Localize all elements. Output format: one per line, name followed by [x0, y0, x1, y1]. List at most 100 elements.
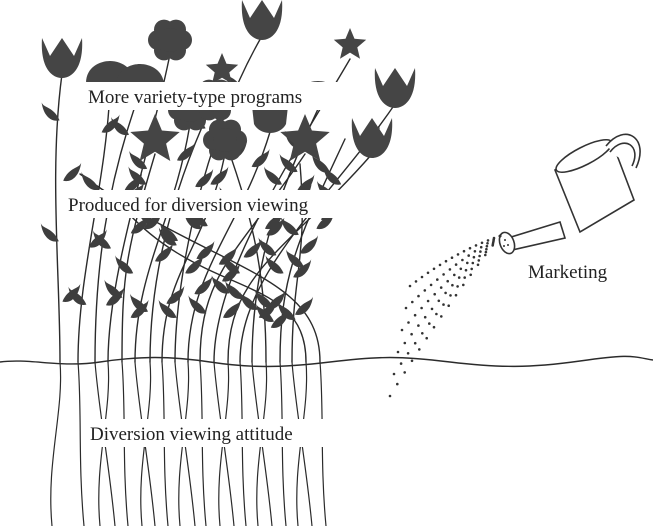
leaf-10-4 [264, 166, 282, 184]
water-drop [424, 316, 427, 319]
water-drop [427, 272, 430, 275]
water-drop [455, 294, 458, 297]
root-0 [51, 362, 61, 526]
water-drop [421, 276, 424, 279]
water-drop [470, 268, 473, 271]
water-drop [469, 247, 472, 250]
flowers-group [42, 0, 415, 161]
water-drop [486, 245, 489, 248]
water-drop [431, 308, 434, 311]
water-drop [420, 307, 423, 310]
water-drop [446, 280, 449, 283]
water-drop [455, 263, 458, 266]
water-drop [440, 286, 443, 289]
flower-12-tulip [352, 118, 392, 158]
water-drop [396, 383, 399, 386]
water-drop [478, 259, 481, 262]
water-drop [433, 326, 436, 329]
water-drop [457, 253, 460, 256]
water-drop [404, 342, 407, 345]
water-drop [479, 250, 482, 253]
water-drop [487, 239, 490, 242]
water-drop [447, 304, 450, 307]
stem-7 [162, 154, 225, 362]
water-drop [453, 274, 456, 277]
water-drop [474, 250, 477, 253]
water-drop [401, 329, 404, 332]
leaf-5-1 [130, 294, 148, 312]
water-drop [400, 362, 403, 365]
leaf-5-2 [155, 243, 173, 261]
water-drop [433, 268, 436, 271]
water-drop [472, 262, 475, 265]
water-drop [467, 254, 470, 257]
flower-7-center [213, 128, 237, 152]
leaf-18-3 [196, 241, 214, 259]
water-drop [451, 284, 454, 287]
flower-9-tulip-cup [252, 106, 288, 133]
label-marketing: Marketing [528, 262, 608, 283]
water-drop [411, 301, 414, 304]
water-drop [439, 264, 442, 267]
water-drop [458, 276, 461, 279]
leaf-0-4 [42, 102, 60, 120]
leaf-16-1 [295, 297, 313, 315]
water-drop [478, 255, 481, 258]
water-drop [410, 333, 413, 336]
water-drop [417, 324, 420, 327]
water-drop [484, 254, 487, 257]
water-spray [389, 235, 502, 398]
water-drop [449, 294, 452, 297]
flower-11-star [334, 28, 366, 59]
water-drop [491, 244, 494, 247]
water-drop [481, 242, 484, 245]
water-drop [425, 337, 428, 340]
water-drop [440, 315, 443, 318]
leaf-8-1 [194, 276, 212, 294]
watering-can-icon [497, 134, 640, 256]
water-drop [456, 285, 459, 288]
water-drop [480, 246, 483, 249]
ground-line [0, 356, 653, 366]
water-drop [433, 293, 436, 296]
water-drop [449, 268, 452, 271]
water-drop [473, 256, 476, 259]
water-drop [421, 332, 424, 335]
water-drop [414, 342, 417, 345]
water-drop [486, 242, 489, 245]
water-drop [407, 321, 410, 324]
water-drop [442, 303, 445, 306]
water-drop [414, 314, 417, 317]
water-drop [393, 373, 396, 376]
leaf-1-3 [81, 172, 99, 190]
water-drop [461, 259, 464, 262]
water-drop [405, 307, 408, 310]
water-drop [427, 300, 430, 303]
water-drop [424, 289, 427, 292]
water-drop [428, 322, 431, 325]
water-drop [397, 351, 400, 354]
leaf-10-1 [223, 300, 241, 318]
leaf-3-1 [104, 280, 122, 298]
water-drop [418, 348, 421, 351]
flower-8-tulip [242, 0, 282, 40]
flower-13-tulip [375, 68, 415, 108]
water-drop [435, 313, 438, 316]
water-drop [485, 251, 488, 254]
water-drop [442, 273, 445, 276]
water-drop [389, 395, 392, 398]
water-drop [466, 262, 469, 265]
label-produced-for-diversion-viewing: Produced for diversion viewing [68, 195, 309, 216]
water-drop [415, 280, 418, 283]
water-drop [485, 248, 488, 251]
water-drop [475, 244, 478, 247]
water-drop [469, 274, 472, 277]
water-drop [451, 256, 454, 259]
flower-0-tulip [42, 38, 82, 78]
water-drop [463, 250, 466, 253]
water-drop [463, 276, 466, 279]
water-drop [407, 352, 410, 355]
leaf-9-4 [252, 149, 270, 167]
water-drop [444, 292, 447, 295]
water-drop [460, 268, 463, 271]
